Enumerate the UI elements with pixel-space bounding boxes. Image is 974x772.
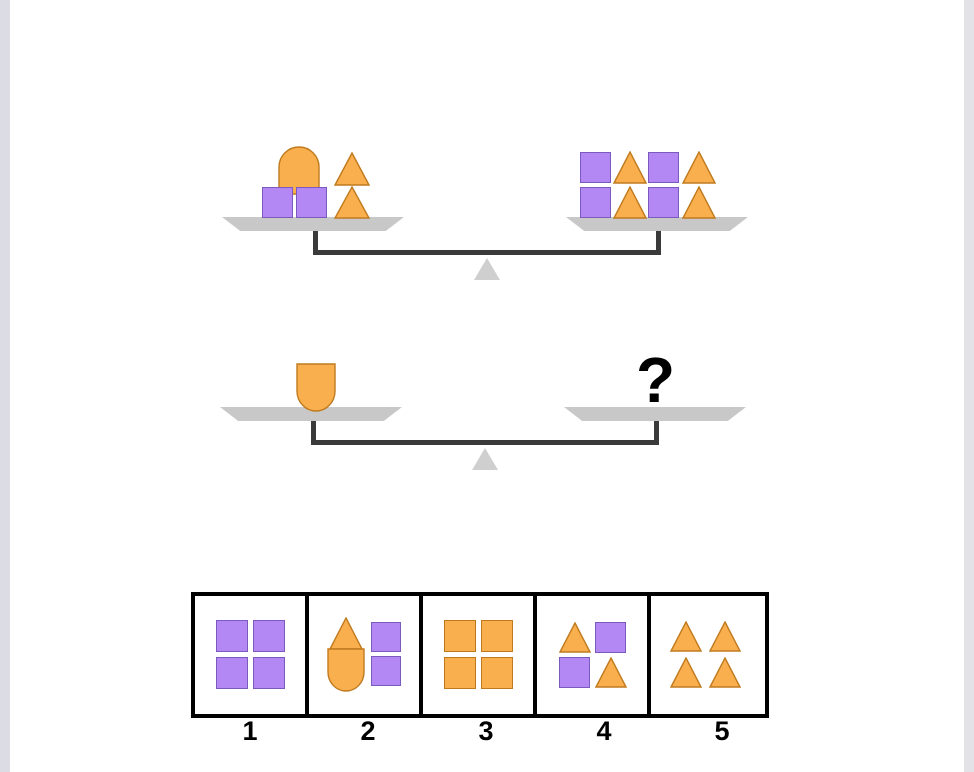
option-2[interactable] xyxy=(309,596,423,714)
option-label-5: 5 xyxy=(714,716,730,746)
shape-dome-orange xyxy=(278,145,320,195)
shape-square-purple xyxy=(580,152,611,183)
balance-bottom-fulcrum xyxy=(472,448,498,470)
shape-triangle-orange xyxy=(613,151,647,184)
shape-triangle-orange xyxy=(613,186,647,219)
shape-square-purple xyxy=(253,657,285,689)
shape-triangle-orange xyxy=(334,186,370,219)
balance-bottom-beam xyxy=(311,440,659,445)
option-1[interactable] xyxy=(195,596,309,714)
shape-triangle-orange xyxy=(595,657,627,688)
option-5[interactable] xyxy=(651,596,765,714)
balance-top-left-pan xyxy=(222,217,404,231)
balance-bottom-left-post xyxy=(311,418,316,445)
option-label-4: 4 xyxy=(596,716,612,746)
option-label-2: 2 xyxy=(360,716,376,746)
balance-bottom-left-pan xyxy=(220,407,402,421)
balance-bottom-right-post xyxy=(654,418,659,445)
shape-u-orange xyxy=(296,363,336,413)
shape-square-purple xyxy=(371,622,401,652)
answer-options xyxy=(191,592,769,718)
shape-square-purple xyxy=(216,657,248,689)
balance-top-fulcrum xyxy=(474,258,500,280)
shape-triangle-orange xyxy=(559,622,591,653)
balance-top-right-post xyxy=(656,228,661,255)
shape-square-purple xyxy=(595,622,626,653)
option-label-1: 1 xyxy=(242,716,258,746)
option-4[interactable] xyxy=(537,596,651,714)
shape-square-purple xyxy=(648,152,679,183)
shape-triangle-orange xyxy=(709,657,741,688)
shape-square-purple xyxy=(296,187,327,218)
shape-triangle-orange xyxy=(670,621,702,652)
shape-square-orange xyxy=(481,657,513,689)
shape-square-purple xyxy=(253,620,285,652)
shape-square-orange xyxy=(444,657,476,689)
shape-square-purple xyxy=(371,656,401,686)
shape-triangle-orange xyxy=(329,617,363,650)
balance-top-left-post xyxy=(313,228,318,255)
shape-square-purple xyxy=(580,187,611,218)
shape-square-purple xyxy=(559,657,590,688)
left-edge-strip xyxy=(0,0,10,772)
shape-square-purple xyxy=(216,620,248,652)
option-3[interactable] xyxy=(423,596,537,714)
shape-square-purple xyxy=(262,187,293,218)
shape-triangle-orange xyxy=(682,151,716,184)
option-label-3: 3 xyxy=(478,716,494,746)
balance-bottom-right-pan xyxy=(564,407,746,421)
shape-triangle-orange xyxy=(709,621,741,652)
shape-triangle-orange xyxy=(682,186,716,219)
balance-top-beam xyxy=(313,250,661,255)
shape-square-orange xyxy=(481,620,513,652)
right-edge-strip xyxy=(964,0,974,772)
shape-square-purple xyxy=(648,187,679,218)
shape-u-orange xyxy=(327,648,365,692)
shape-triangle-orange xyxy=(670,657,702,688)
shape-square-orange xyxy=(444,620,476,652)
shape-triangle-orange xyxy=(334,152,370,186)
balance-top-right-pan xyxy=(566,217,748,231)
question-mark: ? xyxy=(636,344,676,416)
